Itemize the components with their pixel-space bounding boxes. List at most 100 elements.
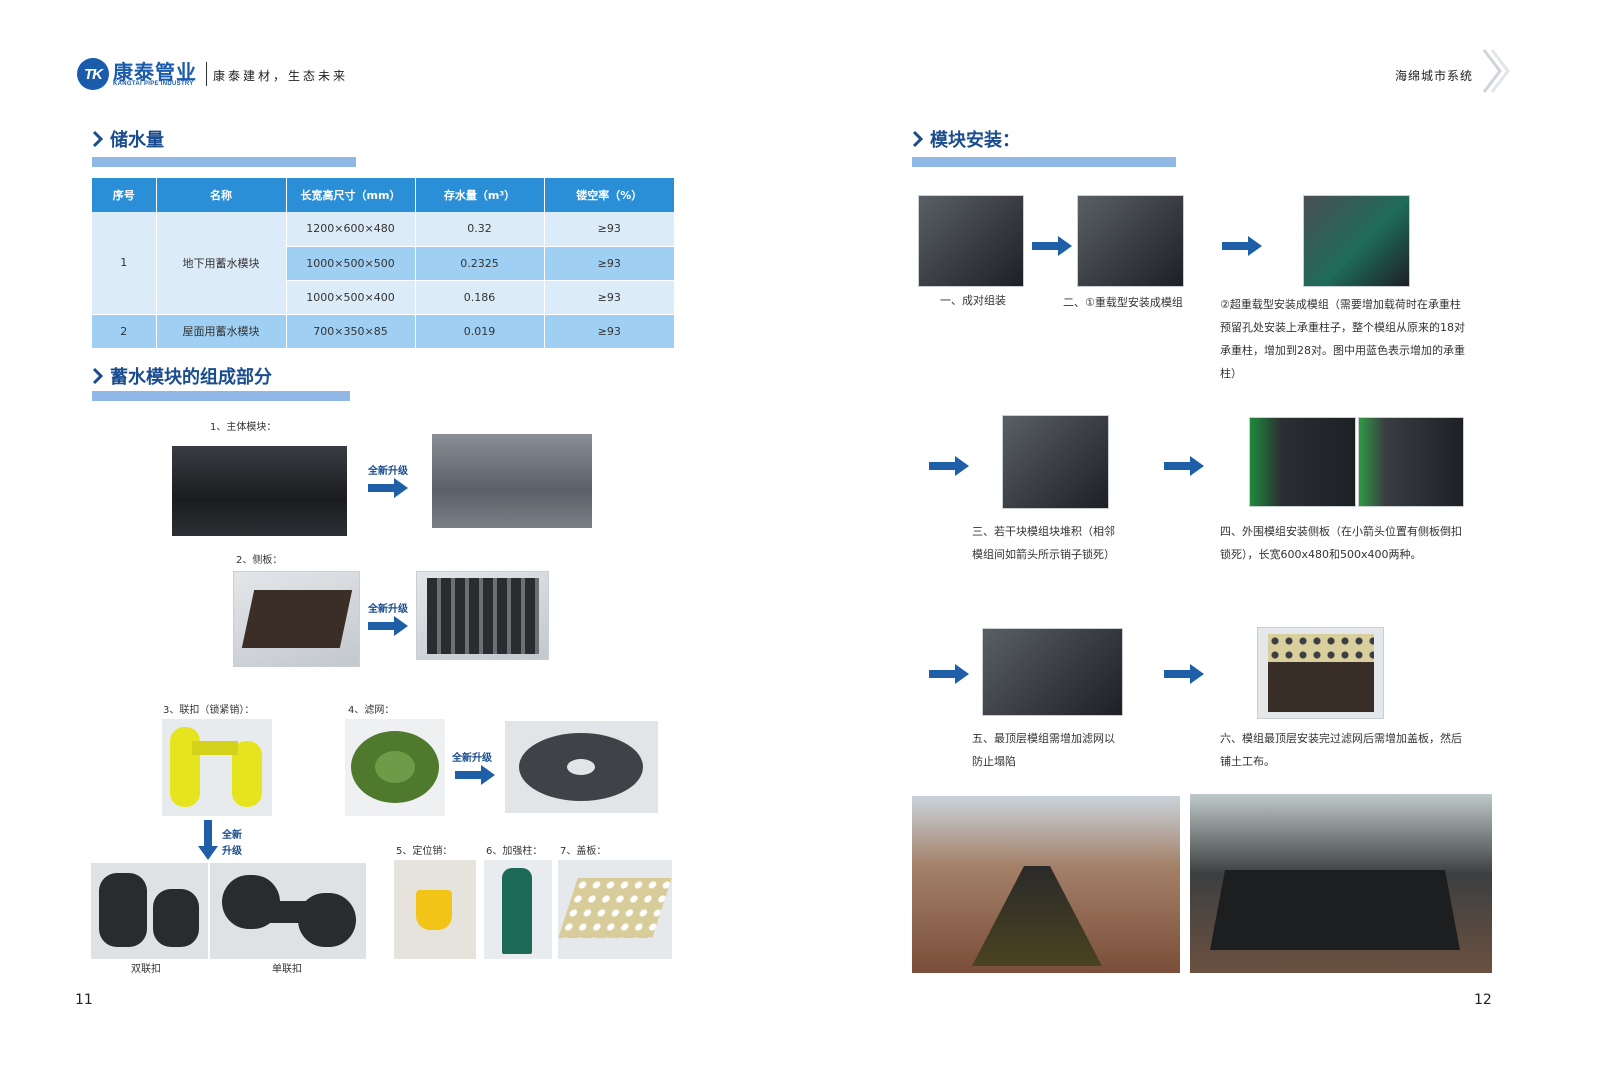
table-header-row: 序号 名称 长宽高尺寸（mm） 存水量（m³） 镂空率（%） xyxy=(92,178,674,212)
cell-volume: 0.32 xyxy=(415,212,545,247)
upgrade-label: 全新升级 xyxy=(368,604,408,615)
arrow-right-icon xyxy=(1164,664,1204,684)
step4-image-a xyxy=(1249,417,1356,507)
step2b-image xyxy=(1303,195,1410,287)
company-logo-mark: TK xyxy=(77,58,109,90)
table-row: 1000×500×400 0.186 ≥93 xyxy=(92,280,674,315)
upgrade-label: 全新升级 xyxy=(368,466,408,477)
page-number-right: 12 xyxy=(1474,992,1492,1008)
step3-caption-line1: 三、若干块模组块堆积（相邻 xyxy=(972,525,1115,538)
company-logo-english: KANGTAI PIPE INDUSTRY xyxy=(113,81,194,87)
step2-caption: 二、①重载型安装成模组 xyxy=(1063,296,1183,309)
cover-image xyxy=(558,860,672,959)
arrow-right-icon xyxy=(929,664,969,684)
arrow-right-icon xyxy=(1222,236,1262,256)
cell-no: 1 xyxy=(92,212,157,315)
col-header-volume: 存水量（m³） xyxy=(415,178,545,212)
col-header-name: 名称 xyxy=(156,178,287,212)
section-arrow-icon xyxy=(92,130,104,148)
step1-caption: 一、成对组装 xyxy=(940,294,1006,307)
section-arrow-icon xyxy=(912,130,924,148)
step4-caption-line2: 锁死），长宽600x480和500x400两种。 xyxy=(1220,548,1422,561)
arrow-right-icon xyxy=(929,456,969,476)
table-row: 2 屋面用蓄水模块 700×350×85 0.019 ≥93 xyxy=(92,314,674,349)
filter-old-image xyxy=(345,719,445,816)
cell-rate: ≥93 xyxy=(544,212,674,247)
construction-site-photo-1 xyxy=(912,796,1180,973)
col-header-rate: 镂空率（%） xyxy=(544,178,674,212)
connector-old-image xyxy=(162,719,272,816)
storage-spec-table: 序号 名称 长宽高尺寸（mm） 存水量（m³） 镂空率（%） 1 地下用蓄水模块… xyxy=(92,178,674,349)
page-number-left: 11 xyxy=(75,992,93,1008)
cell-size: 1200×600×480 xyxy=(286,212,416,247)
step2b-caption-line2: 预留孔处安装上承重柱子，整个模组从原来的18对 xyxy=(1220,321,1465,334)
components-title-text: 蓄水模块的组成部分 xyxy=(110,367,272,388)
chevron-decoration-icon xyxy=(1482,49,1510,93)
cell-size: 700×350×85 xyxy=(286,314,416,349)
double-connector-image xyxy=(91,863,208,959)
install-section-title: 模块安装： xyxy=(912,126,1020,152)
right-header-title: 海绵城市系统 xyxy=(1395,69,1474,83)
install-title-text: 模块安装： xyxy=(930,130,1020,151)
step3-image xyxy=(1002,415,1109,509)
upgrade-label-line1: 全新 xyxy=(222,830,242,841)
reinforce-column-label: 6、加强柱： xyxy=(486,846,543,857)
company-logo-name: 康泰管业 xyxy=(113,60,197,84)
step2b-caption-line1: ②超重载型安装成模组（需要增加载荷时在承重柱 xyxy=(1220,298,1461,311)
cell-size: 1000×500×400 xyxy=(286,280,416,315)
storage-title-text: 储水量 xyxy=(110,130,164,151)
side-panel-new-image xyxy=(416,571,549,660)
step1-image xyxy=(918,195,1024,287)
col-header-no: 序号 xyxy=(92,178,157,212)
col-header-size: 长宽高尺寸（mm） xyxy=(286,178,416,212)
upgrade-label-line2: 升级 xyxy=(222,846,242,857)
construction-site-photo-2 xyxy=(1190,794,1492,973)
arrow-down-icon xyxy=(198,820,218,860)
storage-section-title: 储水量 xyxy=(92,126,164,152)
main-module-label: 1、主体模块： xyxy=(210,422,277,433)
components-section-title: 蓄水模块的组成部分 xyxy=(92,363,272,389)
double-connector-label: 双联扣 xyxy=(131,964,161,975)
cell-volume: 0.2325 xyxy=(415,246,545,281)
arrow-right-icon xyxy=(368,616,408,636)
locating-pin-image xyxy=(394,860,476,959)
cell-volume: 0.186 xyxy=(415,280,545,315)
arrow-right-icon xyxy=(1032,236,1072,256)
side-panel-label: 2、侧板： xyxy=(236,555,283,566)
step4-image-b xyxy=(1358,417,1464,507)
arrow-right-icon xyxy=(368,478,408,498)
cover-label: 7、盖板： xyxy=(560,846,607,857)
cell-name: 地下用蓄水模块 xyxy=(156,212,287,315)
arrow-right-icon xyxy=(1164,456,1204,476)
step2b-caption-line3: 承重柱，增加到28对。图中用蓝色表示增加的承重 xyxy=(1220,344,1465,357)
cell-size: 1000×500×500 xyxy=(286,246,416,281)
cell-rate: ≥93 xyxy=(544,280,674,315)
cell-no: 2 xyxy=(92,314,157,349)
connector-label: 3、联扣（锁紧销）： xyxy=(163,705,255,716)
main-module-new-image xyxy=(432,434,592,528)
cell-rate: ≥93 xyxy=(544,314,674,349)
section-arrow-icon xyxy=(92,367,104,385)
step5-caption-line2: 防止塌陷 xyxy=(972,755,1016,768)
cell-name: 屋面用蓄水模块 xyxy=(156,314,287,349)
locating-pin-label: 5、定位销： xyxy=(396,846,453,857)
step6-caption-line2: 铺土工布。 xyxy=(1220,755,1275,768)
step2b-caption-line4: 柱） xyxy=(1220,367,1242,380)
step6-caption-line1: 六、模组最顶层安装完过滤网后需增加盖板，然后 xyxy=(1220,732,1462,745)
step6-image xyxy=(1257,627,1384,719)
cell-volume: 0.019 xyxy=(415,314,545,349)
filter-new-image xyxy=(505,721,658,813)
reinforce-column-image xyxy=(484,860,552,959)
step4-caption-line1: 四、外围模组安装侧板（在小箭头位置有侧板倒扣 xyxy=(1220,525,1462,538)
main-module-old-image xyxy=(172,446,347,536)
single-connector-image xyxy=(210,863,366,959)
step2-image xyxy=(1077,195,1184,287)
filter-label: 4、滤网： xyxy=(348,705,395,716)
step3-caption-line2: 模组间如箭头所示销子锁死） xyxy=(972,548,1115,561)
upgrade-label: 全新升级 xyxy=(452,753,492,764)
table-row: 1 地下用蓄水模块 1200×600×480 0.32 ≥93 xyxy=(92,212,674,315)
header-slogan: 康泰建材，生态未来 xyxy=(213,69,349,83)
cell-rate: ≥93 xyxy=(544,246,674,281)
side-panel-old-image xyxy=(233,571,360,667)
header-separator xyxy=(206,62,207,86)
